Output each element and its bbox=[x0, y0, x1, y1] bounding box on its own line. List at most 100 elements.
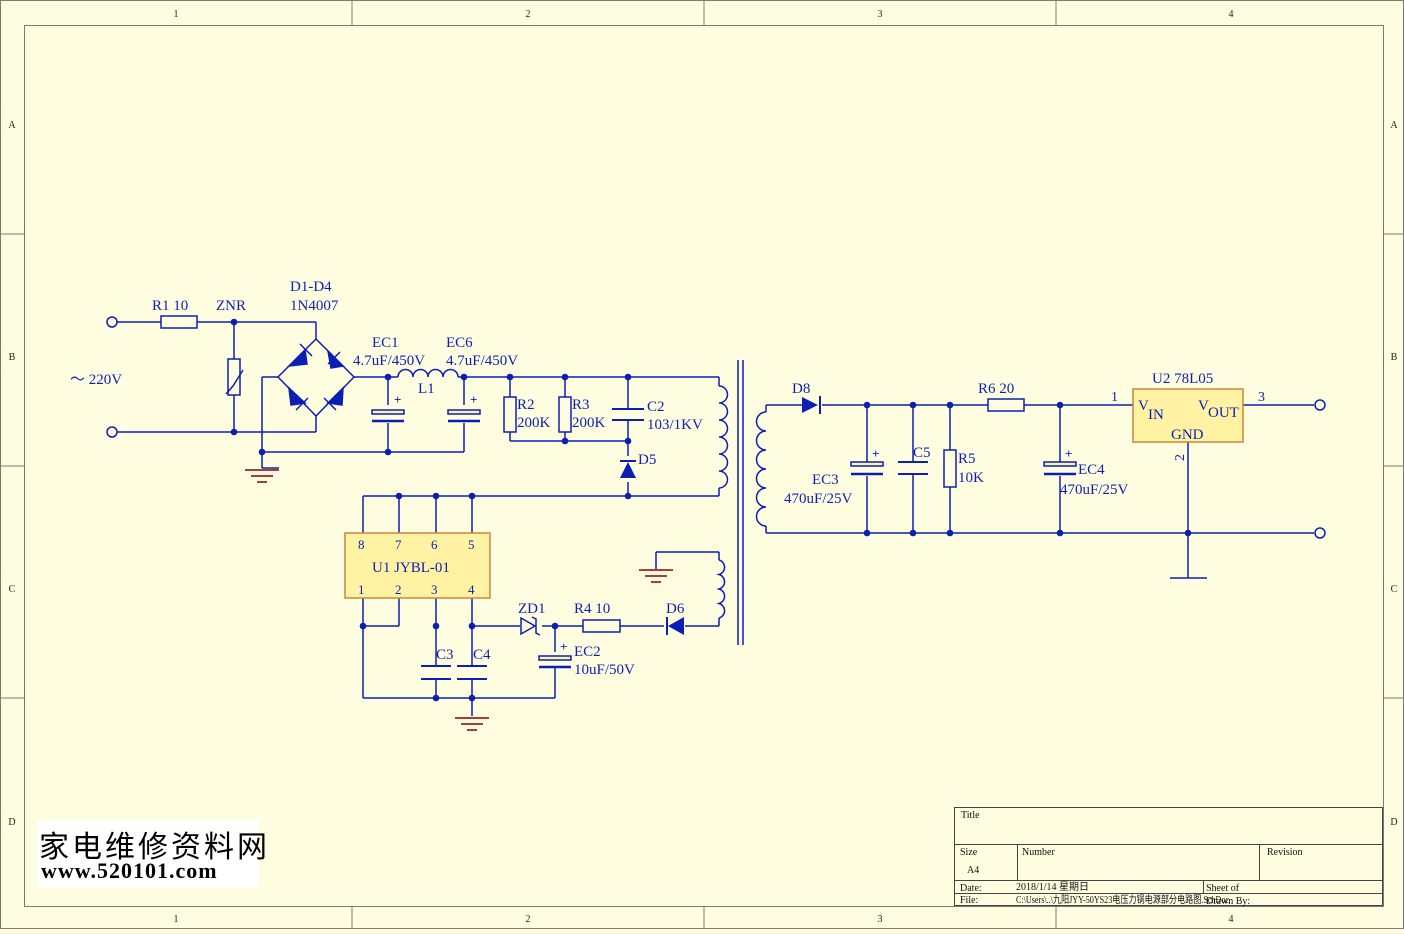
u1-label: U1 JYBL-01 bbox=[372, 560, 450, 576]
ec2-value: 10uF/50V bbox=[574, 662, 635, 678]
row-label-right-A: A bbox=[1390, 120, 1398, 131]
watermark-chinese: 家电维修资料网 bbox=[39, 830, 270, 865]
ec2-plus: + bbox=[560, 639, 567, 654]
revision-label: Revision bbox=[1267, 847, 1303, 858]
diode-d5: D5 bbox=[620, 452, 656, 478]
ec6-label: EC6 bbox=[446, 335, 473, 351]
capacitor-ec4: + EC4 470uF/25V bbox=[1043, 446, 1129, 498]
zd1-label: ZD1 bbox=[518, 601, 546, 617]
d8-label: D8 bbox=[792, 381, 810, 397]
u2-gnd: GND bbox=[1171, 427, 1204, 443]
u2-vin-sub: IN bbox=[1148, 407, 1164, 423]
bridge-rectifier-d1-d4: D1-D4 1N4007 bbox=[286, 279, 345, 411]
r2-label: R2 bbox=[517, 397, 535, 413]
sheet-label: Sheet of bbox=[1206, 883, 1240, 894]
u1-pin6: 6 bbox=[431, 537, 438, 552]
row-label-left-A: A bbox=[8, 120, 16, 131]
transformer-t1 bbox=[716, 360, 767, 645]
col-label-top-3: 3 bbox=[878, 9, 883, 20]
ground-icon bbox=[244, 469, 280, 483]
ec6-plus: + bbox=[470, 392, 477, 407]
file-label: File: bbox=[960, 895, 978, 906]
d1d4-label: D1-D4 bbox=[290, 279, 332, 295]
frame-column-labels: 1 2 3 4 1 2 3 4 bbox=[174, 9, 1234, 925]
ac-input-label: ～ 220V bbox=[70, 372, 122, 388]
number-label: Number bbox=[1022, 847, 1055, 858]
r6-label: R6 20 bbox=[978, 381, 1014, 397]
ec2-label: EC2 bbox=[574, 644, 601, 660]
capacitor-c3: C3 bbox=[421, 647, 454, 680]
zener-zd1: ZD1 bbox=[518, 601, 546, 636]
capacitor-c5: C5 bbox=[898, 445, 931, 475]
row-label-left-D: D bbox=[8, 817, 15, 828]
col-label-bottom-2: 2 bbox=[526, 914, 531, 925]
size-value: A4 bbox=[967, 865, 979, 876]
ec1-plus: + bbox=[394, 392, 401, 407]
row-label-right-C: C bbox=[1391, 584, 1398, 595]
ec1-value: 4.7uF/450V bbox=[353, 353, 425, 369]
col-label-bottom-3: 3 bbox=[878, 914, 883, 925]
resistor-r4: R4 10 bbox=[574, 601, 621, 633]
ec4-value: 470uF/25V bbox=[1060, 482, 1129, 498]
u2-vin-v: V bbox=[1138, 398, 1149, 414]
wires bbox=[117, 321, 1314, 716]
d6-label: D6 bbox=[666, 601, 685, 617]
regulator-u2: U2 78L05 V IN V OUT GND 1 3 2 bbox=[1111, 371, 1265, 461]
ground-symbols bbox=[244, 469, 674, 731]
u1-pin1: 1 bbox=[358, 582, 365, 597]
d1d4-part-label: 1N4007 bbox=[290, 298, 339, 314]
col-label-bottom-4: 4 bbox=[1229, 914, 1234, 925]
frame-row-labels: A B C D A B C D bbox=[8, 120, 1398, 828]
r5-label: R5 bbox=[958, 451, 976, 467]
c5-label: C5 bbox=[913, 445, 931, 461]
c2-label: C2 bbox=[647, 399, 665, 415]
r3-label: R3 bbox=[572, 397, 590, 413]
resistor-r5: R5 10K bbox=[943, 449, 984, 488]
u2-pin1: 1 bbox=[1111, 390, 1118, 405]
ac-terminal-top bbox=[106, 316, 118, 328]
ec4-plus: + bbox=[1065, 446, 1072, 461]
u1-pin4: 4 bbox=[468, 582, 475, 597]
znr-label: ZNR bbox=[216, 298, 246, 314]
capacitor-ec2: + EC2 10uF/50V bbox=[538, 639, 635, 678]
u2-pin2: 2 bbox=[1173, 454, 1188, 461]
junction-dots bbox=[230, 318, 1192, 702]
terminals bbox=[106, 316, 1326, 539]
inductor-l1: L1 bbox=[397, 368, 459, 397]
r3-value: 200K bbox=[572, 415, 606, 431]
row-label-right-D: D bbox=[1390, 817, 1397, 828]
capacitor-c2: C2 103/1KV bbox=[612, 399, 703, 433]
col-label-top-2: 2 bbox=[526, 9, 531, 20]
u1-pin3: 3 bbox=[431, 582, 438, 597]
u2-pin3: 3 bbox=[1258, 390, 1265, 405]
ec3-label: EC3 bbox=[812, 472, 839, 488]
col-label-bottom-1: 1 bbox=[174, 914, 179, 925]
title-label: Title bbox=[961, 810, 980, 821]
ground-icon bbox=[454, 717, 490, 731]
ec6-value: 4.7uF/450V bbox=[446, 353, 518, 369]
ic-u1: 8 7 6 5 U1 JYBL-01 1 2 3 4 bbox=[344, 532, 491, 599]
ec4-label: EC4 bbox=[1078, 462, 1105, 478]
ec3-value: 470uF/25V bbox=[784, 491, 853, 507]
r5-value: 10K bbox=[958, 470, 984, 486]
diode-d8: D8 bbox=[792, 381, 821, 414]
c4-label: C4 bbox=[473, 647, 491, 663]
row-label-left-B: B bbox=[9, 352, 16, 363]
date-value: 2018/1/14 星期日 bbox=[1016, 881, 1089, 893]
varistor-znr: ZNR bbox=[216, 298, 246, 396]
date-label: Date: bbox=[960, 883, 982, 894]
resistor-r2: R2 200K bbox=[503, 396, 551, 433]
watermark-logo: 家电维修资料网 www.520101.com bbox=[37, 820, 267, 888]
col-label-top-1: 1 bbox=[174, 9, 179, 20]
ec3-plus: + bbox=[872, 446, 879, 461]
diode-d6: D6 bbox=[666, 601, 685, 635]
l1-label: L1 bbox=[418, 381, 435, 397]
output-terminal-ground bbox=[1314, 527, 1326, 539]
u2-vout-sub: OUT bbox=[1208, 405, 1239, 421]
d5-label: D5 bbox=[638, 452, 656, 468]
u1-pin8: 8 bbox=[358, 537, 365, 552]
u2-label: U2 78L05 bbox=[1152, 371, 1213, 387]
size-label: Size bbox=[960, 847, 978, 858]
